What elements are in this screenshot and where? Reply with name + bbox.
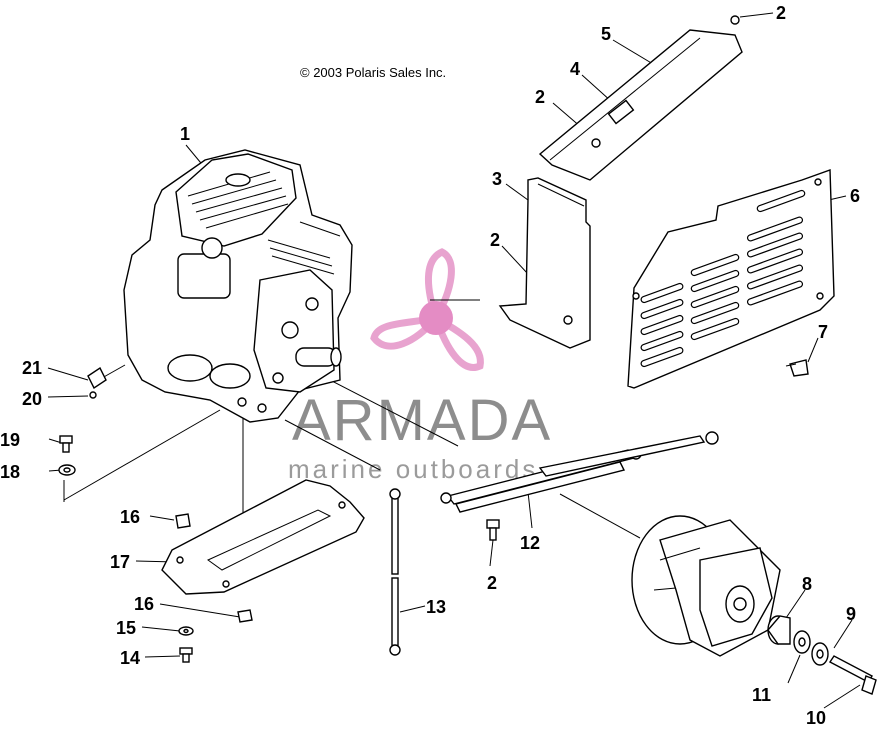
rod-13	[389, 488, 401, 656]
callout-7: 7	[818, 322, 828, 342]
top-cover-plate	[538, 15, 743, 181]
screw-7	[785, 359, 809, 377]
callout-12: 12	[520, 533, 540, 553]
louvered-screen	[627, 169, 835, 389]
propeller-logo-icon	[370, 248, 484, 371]
callout-16-bottom: 16	[134, 594, 154, 614]
washer-9	[811, 642, 829, 666]
callout-1: 1	[180, 124, 190, 144]
bolt-10	[828, 655, 877, 695]
callout-6: 6	[850, 186, 860, 206]
watermark-brand: ARMADA	[292, 388, 552, 453]
callout-2-plate: 2	[535, 87, 545, 107]
callout-5: 5	[601, 24, 611, 44]
callout-2-rod: 2	[487, 573, 497, 593]
callout-20: 20	[22, 389, 42, 409]
leader-lines	[47, 12, 861, 709]
callout-21: 21	[22, 358, 42, 378]
callout-2-top: 2	[776, 3, 786, 23]
copyright-text: © 2003 Polaris Sales Inc.	[300, 65, 446, 80]
callout-11: 11	[752, 685, 771, 705]
armada-watermark: ARMADA marine outboards	[288, 248, 552, 484]
callout-13: 13	[426, 597, 446, 617]
hardware-left	[58, 366, 253, 663]
watermark-tagline: marine outboards	[288, 454, 538, 484]
callout-10: 10	[806, 708, 826, 728]
washer-11	[793, 630, 811, 654]
skid-plate-17	[161, 479, 365, 595]
engine-assembly	[123, 149, 353, 423]
callout-16-top: 16	[120, 507, 140, 527]
side-bracket	[498, 177, 591, 349]
drive-clutch	[631, 515, 781, 657]
callout-labels: 1 2 2 2 2 3 4 5 6 7 8 9 10 11 12 13 14 1…	[0, 3, 860, 728]
callout-9: 9	[846, 604, 856, 624]
callout-17: 17	[110, 552, 130, 572]
callout-15: 15	[116, 618, 136, 638]
tie-rods-12	[440, 431, 719, 541]
callout-18: 18	[0, 462, 20, 482]
callout-19: 19	[0, 430, 20, 450]
callout-14: 14	[120, 648, 140, 668]
callout-8: 8	[802, 574, 812, 594]
spacer-8	[767, 615, 791, 645]
callout-2-bracket: 2	[490, 230, 500, 250]
callout-3: 3	[492, 169, 502, 189]
callout-4: 4	[570, 59, 580, 79]
louver-slots	[640, 189, 806, 368]
